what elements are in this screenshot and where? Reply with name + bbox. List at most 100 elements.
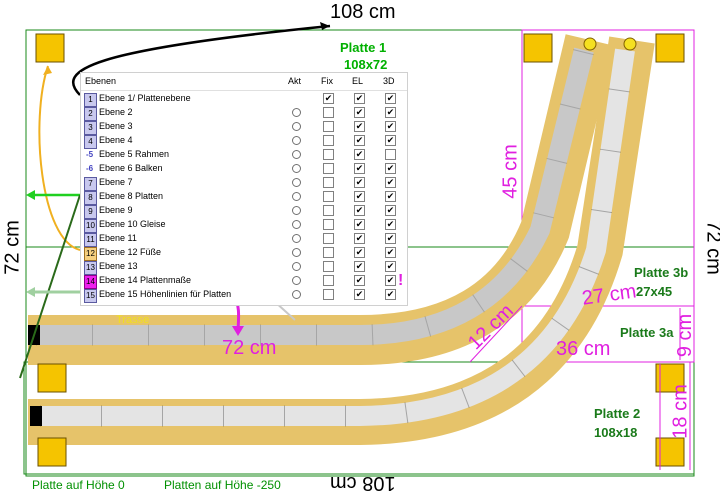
foot-square-bottom-right: [655, 437, 685, 467]
header-fix[interactable]: Fix: [321, 76, 333, 86]
layer-name[interactable]: Ebene 13: [99, 261, 138, 271]
layer-3d-checkbox[interactable]: ✔: [385, 135, 396, 146]
layer-el-checkbox[interactable]: ✔: [354, 93, 365, 104]
layer-el-checkbox[interactable]: ✔: [354, 275, 365, 286]
header-el[interactable]: EL: [352, 76, 364, 86]
layer-fix-checkbox[interactable]: [323, 289, 334, 300]
layer-active-radio[interactable]: [292, 276, 301, 285]
layer-el-checkbox[interactable]: ✔: [354, 163, 365, 174]
layer-active-radio[interactable]: [292, 164, 301, 173]
layer-el-checkbox[interactable]: ✔: [354, 289, 365, 300]
layer-el-checkbox[interactable]: ✔: [354, 135, 365, 146]
layer-name[interactable]: Ebene 14 Plattenmaße: [99, 275, 192, 285]
layer-name[interactable]: Ebene 12 Füße: [99, 247, 162, 257]
layer-fix-checkbox[interactable]: [323, 247, 334, 258]
layer-el-checkbox[interactable]: ✔: [354, 261, 365, 272]
layer-fix-checkbox[interactable]: [323, 107, 334, 118]
layer-3d-checkbox[interactable]: ✔: [385, 121, 396, 132]
layer-el-checkbox[interactable]: ✔: [354, 205, 365, 216]
layer-el-checkbox[interactable]: ✔: [354, 121, 365, 132]
layer-name[interactable]: Ebene 9: [99, 205, 133, 215]
layer-active-radio[interactable]: [292, 108, 301, 117]
layer-fix-checkbox[interactable]: [323, 275, 334, 286]
layer-active-radio[interactable]: [292, 192, 301, 201]
dim-bottom-label: 108 cm: [330, 472, 396, 494]
dim-9-label: 9 cm: [674, 313, 697, 358]
layer-active-radio[interactable]: [292, 290, 301, 299]
layer-el-checkbox[interactable]: ✔: [354, 177, 365, 188]
layer-name[interactable]: Ebene 4: [99, 135, 133, 145]
layer-3d-checkbox[interactable]: ✔: [385, 163, 396, 174]
layer-3d-checkbox[interactable]: ✔: [385, 247, 396, 258]
layer-active-radio[interactable]: [292, 136, 301, 145]
layer-active-radio[interactable]: [292, 206, 301, 215]
layer-3d-checkbox[interactable]: ✔: [385, 289, 396, 300]
layer-active-radio[interactable]: [292, 178, 301, 187]
layer-fix-checkbox[interactable]: [323, 121, 334, 132]
layer-el-checkbox[interactable]: ✔: [354, 149, 365, 160]
layer-fix-checkbox[interactable]: ✔: [323, 93, 334, 104]
layer-active-radio[interactable]: [292, 248, 301, 257]
layer-name[interactable]: Ebene 10 Gleise: [99, 219, 166, 229]
header-3d[interactable]: 3D: [383, 76, 395, 86]
layer-el-checkbox[interactable]: ✔: [354, 191, 365, 202]
layer-3d-checkbox[interactable]: ✔: [385, 261, 396, 272]
layer-active-radio[interactable]: [292, 150, 301, 159]
layer-3d-checkbox[interactable]: ✔: [385, 107, 396, 118]
layer-fix-checkbox[interactable]: [323, 261, 334, 272]
layer-fix-checkbox[interactable]: [323, 135, 334, 146]
layer-name[interactable]: Ebene 7: [99, 177, 133, 187]
layer-el-checkbox[interactable]: ✔: [354, 233, 365, 244]
layer-fix-checkbox[interactable]: [323, 149, 334, 160]
header-akt[interactable]: Akt: [288, 76, 302, 86]
layer-fix-checkbox[interactable]: [323, 219, 334, 230]
layer-fix-checkbox[interactable]: [323, 205, 334, 216]
layer-name[interactable]: Ebene 11: [99, 233, 137, 243]
layer-3d-checkbox[interactable]: ✔: [385, 191, 396, 202]
layer-name[interactable]: Ebene 5 Rahmen: [99, 149, 170, 159]
layer-name[interactable]: Ebene 6 Balken: [99, 163, 163, 173]
layer-active-radio[interactable]: [292, 220, 301, 229]
layer-3d-checkbox[interactable]: ✔: [385, 93, 396, 104]
layer-active-radio[interactable]: [292, 122, 301, 131]
layer-3d-checkbox[interactable]: ✔: [385, 233, 396, 244]
layer-fix-checkbox[interactable]: [323, 191, 334, 202]
layer-name[interactable]: Ebene 3: [99, 121, 133, 131]
layer-3d-checkbox[interactable]: ✔: [385, 205, 396, 216]
layer-name[interactable]: Ebene 15 Höhenlinien für Platten: [99, 289, 232, 299]
layer-name[interactable]: Ebene 8 Platten: [99, 191, 164, 201]
layer-number: 9: [84, 205, 97, 219]
layer-active-radio[interactable]: [292, 262, 301, 271]
layer-3d-checkbox[interactable]: ✔: [385, 219, 396, 230]
dim-left-label: 72 cm: [1, 220, 24, 275]
layer-fix-checkbox[interactable]: [323, 177, 334, 188]
layer-name[interactable]: Ebene 1/ Plattenebene: [99, 93, 191, 103]
layer-3d-checkbox[interactable]: ✔: [385, 177, 396, 188]
layer-el-checkbox[interactable]: ✔: [354, 247, 365, 258]
layer-el-checkbox[interactable]: ✔: [354, 107, 365, 118]
layer-name[interactable]: Ebene 2: [99, 107, 133, 117]
layer-fix-checkbox[interactable]: [323, 233, 334, 244]
layer-el-checkbox[interactable]: ✔: [354, 219, 365, 230]
layer-active-radio[interactable]: [292, 234, 301, 243]
layer-3d-checkbox[interactable]: ✔: [385, 275, 396, 286]
layer-fix-checkbox[interactable]: [323, 163, 334, 174]
layer-3d-checkbox[interactable]: [385, 149, 396, 160]
